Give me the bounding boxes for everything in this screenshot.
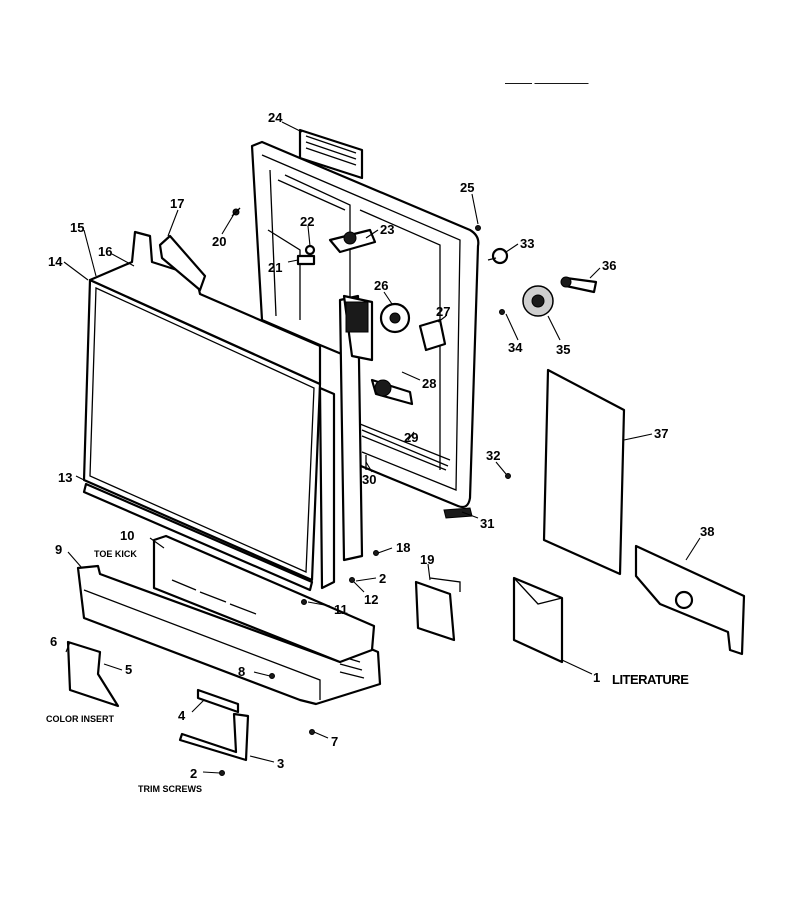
label-trim-screws: TRIM SCREWS	[138, 784, 202, 794]
label-literature: LITERATURE	[612, 672, 689, 687]
bracket-19	[414, 580, 456, 642]
side-rail	[318, 386, 336, 590]
screw-18	[373, 550, 379, 556]
callout-25: 25	[460, 180, 474, 195]
callout-13: 13	[58, 470, 72, 485]
literature-envelope-1	[512, 576, 564, 664]
callout-35: 35	[556, 342, 570, 357]
callout-22: 22	[300, 214, 314, 229]
trim-4	[196, 688, 240, 714]
screw-11	[301, 599, 307, 605]
callout-33: 33	[520, 236, 534, 251]
callout-2b: 2	[379, 571, 386, 586]
callout-numbers: 1 2 2 3 4 5 6 7 8 9 10 11 12 13 14 15 16…	[48, 110, 714, 781]
door-liner-16	[88, 230, 322, 386]
callout-20: 20	[212, 234, 226, 249]
callout-17: 17	[170, 196, 184, 211]
header-text: ——— ——————	[505, 78, 589, 88]
label-toe-kick: TOE KICK	[94, 549, 137, 559]
label-color-insert: COLOR INSERT	[46, 714, 115, 724]
toe-kick-bracket-10	[152, 534, 376, 664]
callout-5: 5	[125, 662, 132, 677]
callout-2: 2	[190, 766, 197, 781]
screw-25	[475, 225, 481, 231]
callout-6: 6	[50, 634, 57, 649]
callout-3: 3	[277, 756, 284, 771]
callout-23: 23	[380, 222, 394, 237]
callout-14: 14	[48, 254, 63, 269]
callout-4: 4	[178, 708, 186, 723]
callout-31: 31	[480, 516, 494, 531]
screw-2a	[349, 577, 355, 583]
callout-10: 10	[120, 528, 134, 543]
callout-28: 28	[422, 376, 436, 391]
bottom-trim-13	[82, 482, 314, 592]
callout-26: 26	[374, 278, 388, 293]
screw-32	[505, 473, 511, 479]
knob-33	[491, 247, 509, 265]
part-21	[296, 254, 316, 266]
callout-30: 30	[362, 472, 376, 487]
callout-37: 37	[654, 426, 668, 441]
callout-1: 1	[593, 670, 600, 685]
callout-16: 16	[98, 244, 112, 259]
callout-15: 15	[70, 220, 84, 235]
screw-7	[309, 729, 315, 735]
callout-19: 19	[420, 552, 434, 567]
callout-21: 21	[268, 260, 282, 275]
trim-3	[178, 712, 250, 762]
callout-12: 12	[364, 592, 378, 607]
callout-9: 9	[55, 542, 62, 557]
hinge-31	[443, 507, 473, 519]
spring-22	[304, 244, 316, 256]
callout-32: 32	[486, 448, 500, 463]
callout-11: 11	[334, 602, 348, 617]
toe-kick-9	[76, 564, 382, 706]
bracket-17	[158, 234, 207, 292]
callout-36: 36	[602, 258, 616, 273]
color-insert-5	[66, 640, 120, 708]
callout-24: 24	[268, 110, 283, 125]
callout-27: 27	[436, 304, 450, 319]
actuator-27	[418, 318, 447, 352]
latch-column-26	[338, 294, 374, 562]
callout-18: 18	[396, 540, 410, 555]
callout-7: 7	[331, 734, 338, 749]
callout-38: 38	[700, 524, 714, 539]
insulation-panel-37	[542, 368, 626, 576]
callout-29: 29	[404, 430, 418, 445]
callout-34: 34	[508, 340, 523, 355]
grille-29	[359, 423, 451, 471]
screw-34	[499, 309, 505, 315]
screw-2b	[219, 770, 225, 776]
leader-lines	[63, 121, 701, 774]
vent-part-24	[298, 128, 364, 180]
screw-8	[269, 673, 275, 679]
callout-8: 8	[238, 664, 245, 679]
